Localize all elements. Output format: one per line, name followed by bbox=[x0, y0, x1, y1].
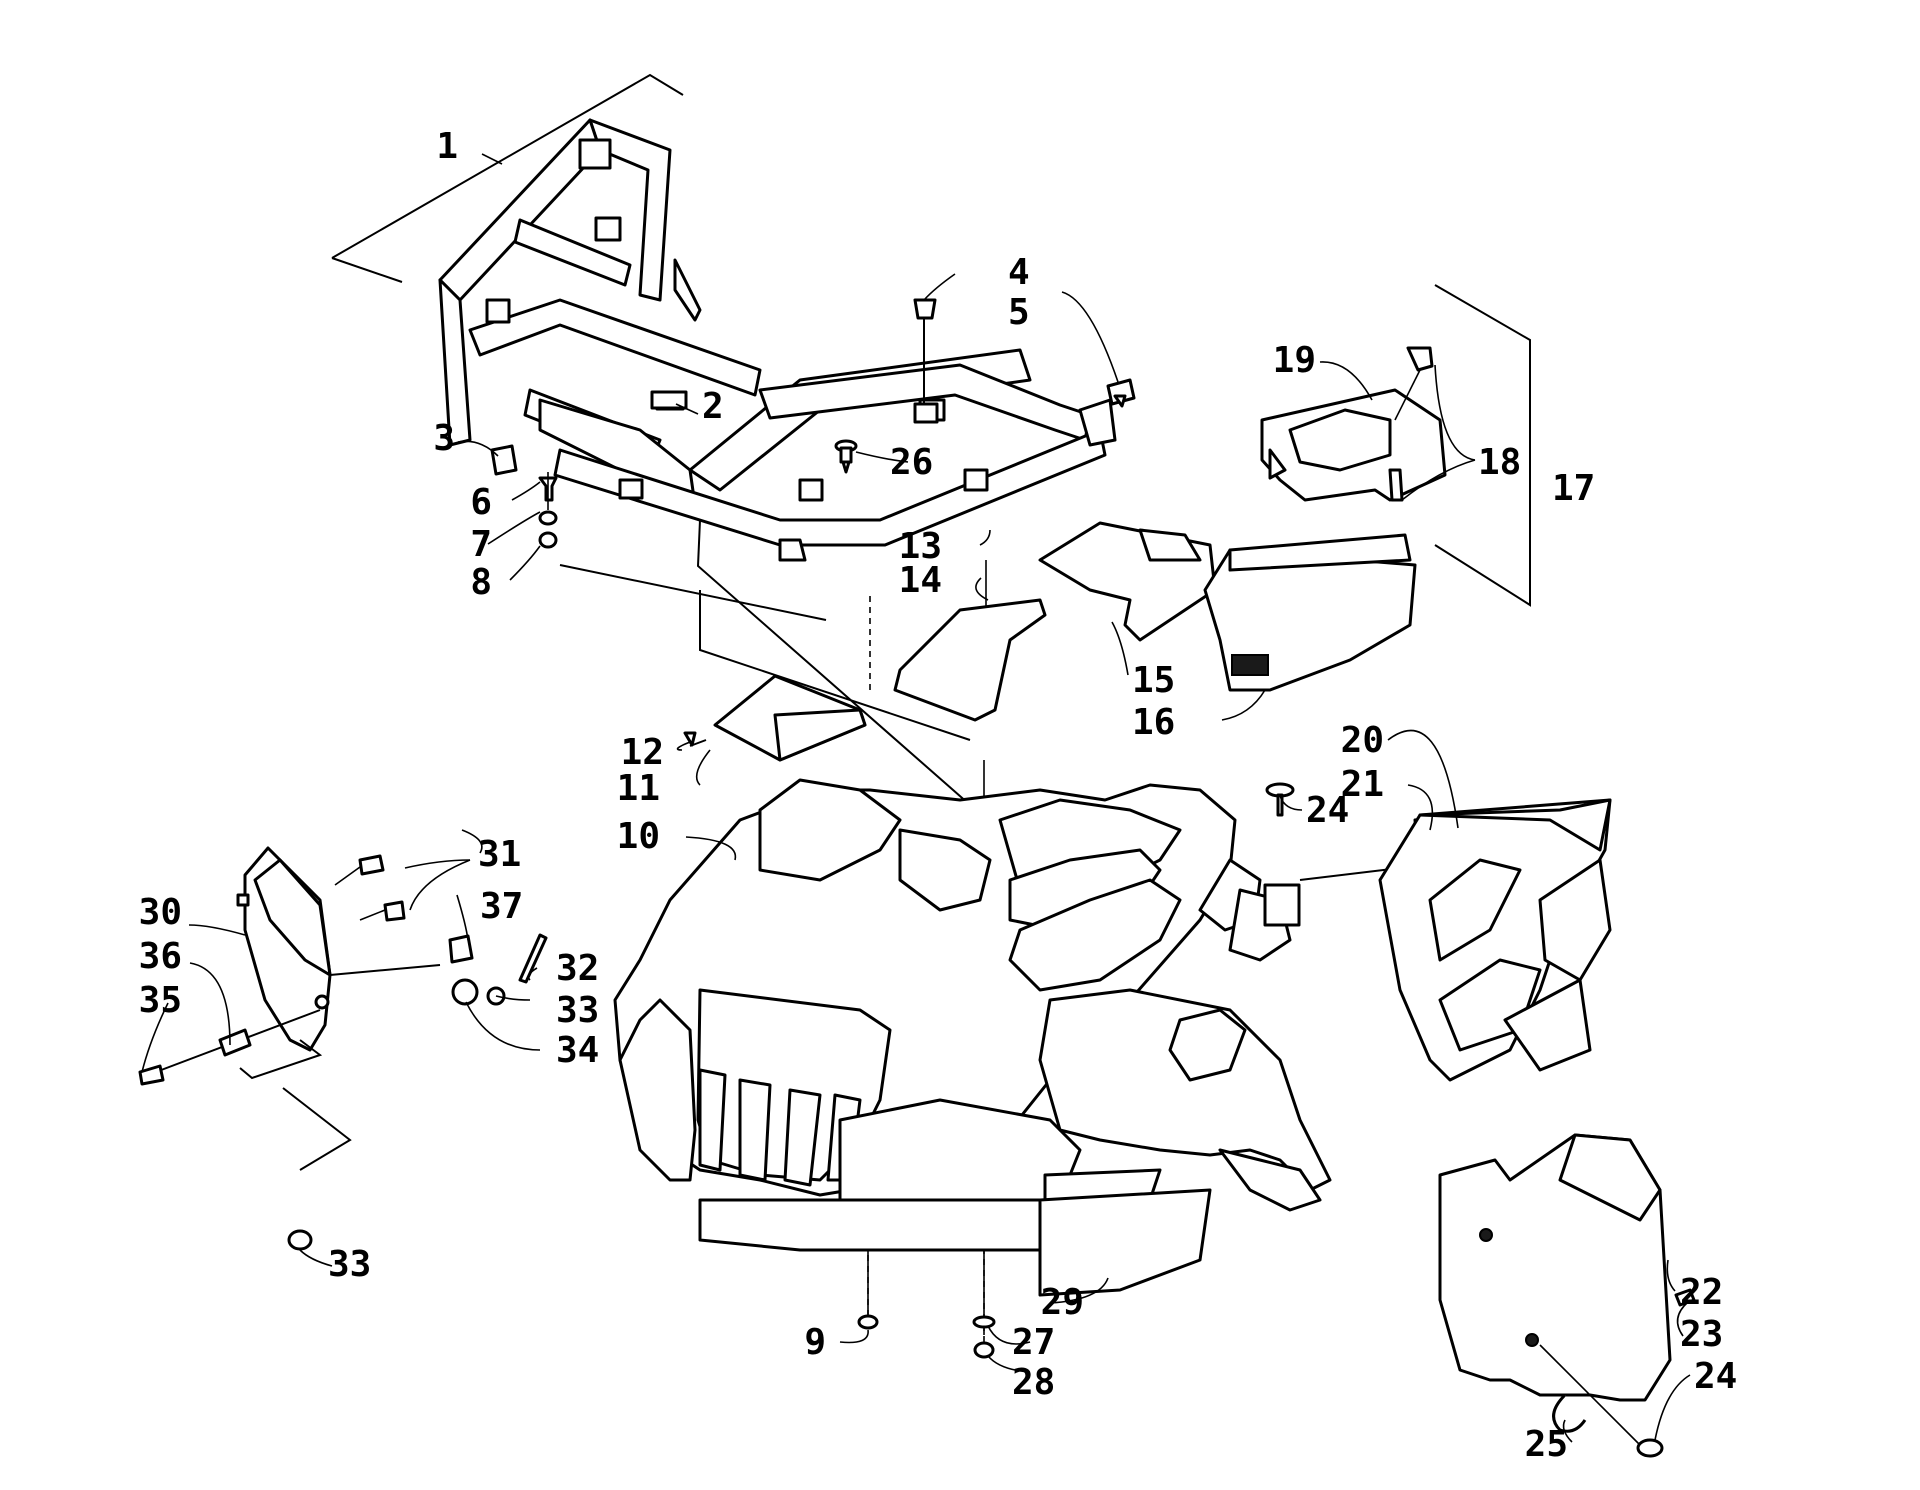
callout-21: 21 bbox=[1341, 764, 1384, 805]
callout-14: 14 bbox=[899, 560, 942, 601]
callout-15: 15 bbox=[1132, 660, 1175, 701]
callout-6: 6 bbox=[470, 482, 492, 523]
callout-13: 13 bbox=[899, 526, 942, 567]
callout-32: 32 bbox=[556, 948, 599, 989]
callout-11: 11 bbox=[617, 768, 660, 809]
callout-20: 20 bbox=[1341, 720, 1384, 761]
callout-24a: 24 bbox=[1306, 790, 1349, 831]
callout-8: 8 bbox=[470, 562, 492, 603]
leader-lines bbox=[141, 153, 1691, 1443]
front-rack bbox=[438, 118, 1117, 562]
callout-16: 16 bbox=[1132, 702, 1175, 743]
side-panel-20 bbox=[1378, 798, 1612, 1082]
callout-7: 7 bbox=[470, 524, 492, 565]
rack-bumpers bbox=[913, 298, 1136, 424]
mud-guard bbox=[1438, 1133, 1696, 1458]
callout-9: 9 bbox=[804, 1322, 826, 1363]
callout-4: 4 bbox=[1008, 252, 1030, 293]
callout-28: 28 bbox=[1012, 1362, 1055, 1403]
callout-19: 19 bbox=[1273, 340, 1316, 381]
callout-18: 18 bbox=[1478, 442, 1521, 483]
callout-35: 35 bbox=[139, 980, 182, 1021]
callout-25: 25 bbox=[1525, 1424, 1568, 1465]
front-fender-body bbox=[613, 778, 1332, 1252]
callout-12: 12 bbox=[621, 732, 664, 773]
callout-2: 2 bbox=[702, 386, 724, 427]
callout-37: 37 bbox=[480, 886, 523, 927]
callout-33a: 33 bbox=[556, 990, 599, 1031]
callout-10: 10 bbox=[617, 816, 660, 857]
callout-29: 29 bbox=[1041, 1282, 1084, 1323]
push-pin-26 bbox=[834, 439, 858, 474]
callout-1: 1 bbox=[436, 126, 458, 167]
storage-box-group bbox=[1038, 284, 1531, 692]
callout-36: 36 bbox=[139, 936, 182, 977]
callout-27: 27 bbox=[1012, 1322, 1055, 1363]
callout-labels: 1 2 3 4 5 6 7 8 9 10 11 12 13 14 15 16 1… bbox=[139, 126, 1738, 1465]
callout-22: 22 bbox=[1680, 1272, 1723, 1313]
rack-bracket bbox=[331, 73, 1011, 841]
callout-34: 34 bbox=[556, 1030, 599, 1071]
bottom-hardware bbox=[857, 1314, 996, 1359]
callout-3: 3 bbox=[433, 418, 455, 459]
panels-upper bbox=[683, 560, 1047, 762]
callout-33b: 33 bbox=[328, 1244, 371, 1285]
callout-26: 26 bbox=[890, 442, 933, 483]
callout-24b: 24 bbox=[1694, 1356, 1737, 1397]
decal-part-29 bbox=[1038, 1188, 1212, 1297]
callout-30: 30 bbox=[139, 892, 182, 933]
callout-23: 23 bbox=[1680, 1314, 1723, 1355]
callout-17: 17 bbox=[1552, 468, 1595, 509]
callout-31: 31 bbox=[478, 834, 521, 875]
rack-fasteners-left bbox=[490, 444, 558, 549]
callout-5: 5 bbox=[1008, 292, 1030, 333]
